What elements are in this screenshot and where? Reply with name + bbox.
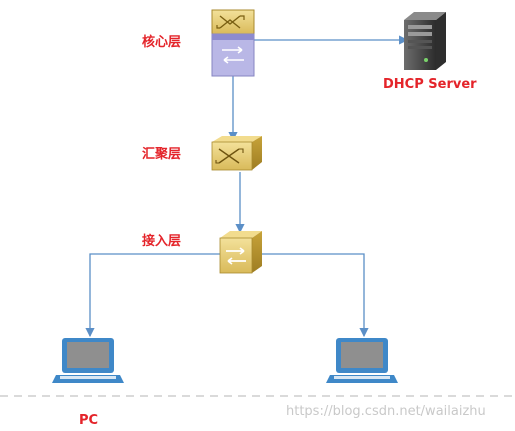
aggregation-switch-icon <box>211 136 262 171</box>
access-layer-label: 接入层 <box>142 234 182 249</box>
link-access-to-left-pc <box>85 253 220 338</box>
core-switch-icon <box>211 9 255 77</box>
network-links <box>85 35 409 338</box>
left-pc-laptop-icon <box>52 338 124 383</box>
right-pc-laptop-icon <box>326 338 398 383</box>
watermark-text: https://blog.csdn.net/wailaizhu <box>286 404 486 419</box>
dhcp-server-icon <box>404 12 446 70</box>
aggregation-layer-label: 汇聚层 <box>142 147 182 162</box>
access-switch-icon <box>219 231 262 274</box>
core-layer-label: 核心层 <box>142 35 182 50</box>
dhcp-server-label: DHCP Server <box>383 77 477 92</box>
pc-label: PC <box>79 413 99 428</box>
link-access-to-right-pc <box>258 253 369 338</box>
